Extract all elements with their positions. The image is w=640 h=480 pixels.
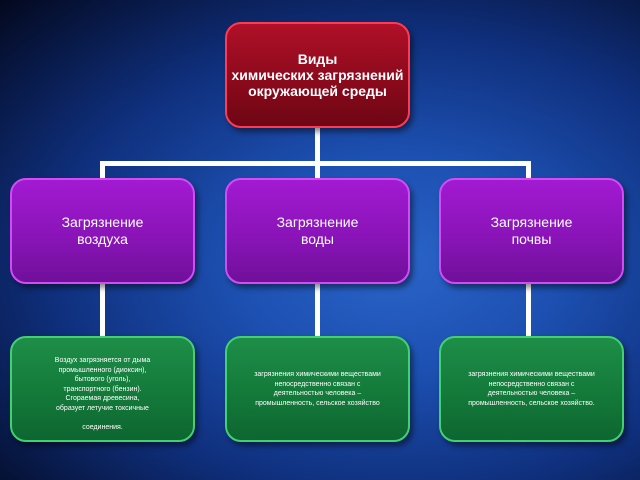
connector-root-trunk — [315, 128, 320, 164]
connector-to-air — [100, 161, 105, 179]
category-water: Загрязнение воды — [225, 178, 410, 284]
category-air: Загрязнение воздуха — [10, 178, 195, 284]
category-soil: Загрязнение почвы — [439, 178, 624, 284]
detail-water-text: загрязнения химическими веществами непос… — [254, 371, 381, 407]
detail-air-text: Воздух загрязняется от дыма промышленног… — [54, 357, 151, 431]
connector-soil-detail — [526, 284, 531, 337]
detail-soil-text: загрязнения химическими веществами непос… — [468, 371, 595, 407]
detail-soil: загрязнения химическими веществами непос… — [439, 336, 624, 442]
detail-water: загрязнения химическими веществами непос… — [225, 336, 410, 442]
connector-to-soil — [526, 161, 531, 179]
category-soil-label: Загрязнение почвы — [490, 214, 573, 247]
connector-to-water — [315, 161, 320, 179]
root-node: Виды химических загрязнений окружающей с… — [225, 22, 410, 128]
category-air-label: Загрязнение воздуха — [61, 214, 144, 247]
root-title: Виды химических загрязнений окружающей с… — [231, 51, 404, 99]
connector-air-detail — [100, 284, 105, 337]
detail-air: Воздух загрязняется от дыма промышленног… — [10, 336, 195, 442]
category-water-label: Загрязнение воды — [276, 214, 359, 247]
connector-water-detail — [315, 284, 320, 337]
